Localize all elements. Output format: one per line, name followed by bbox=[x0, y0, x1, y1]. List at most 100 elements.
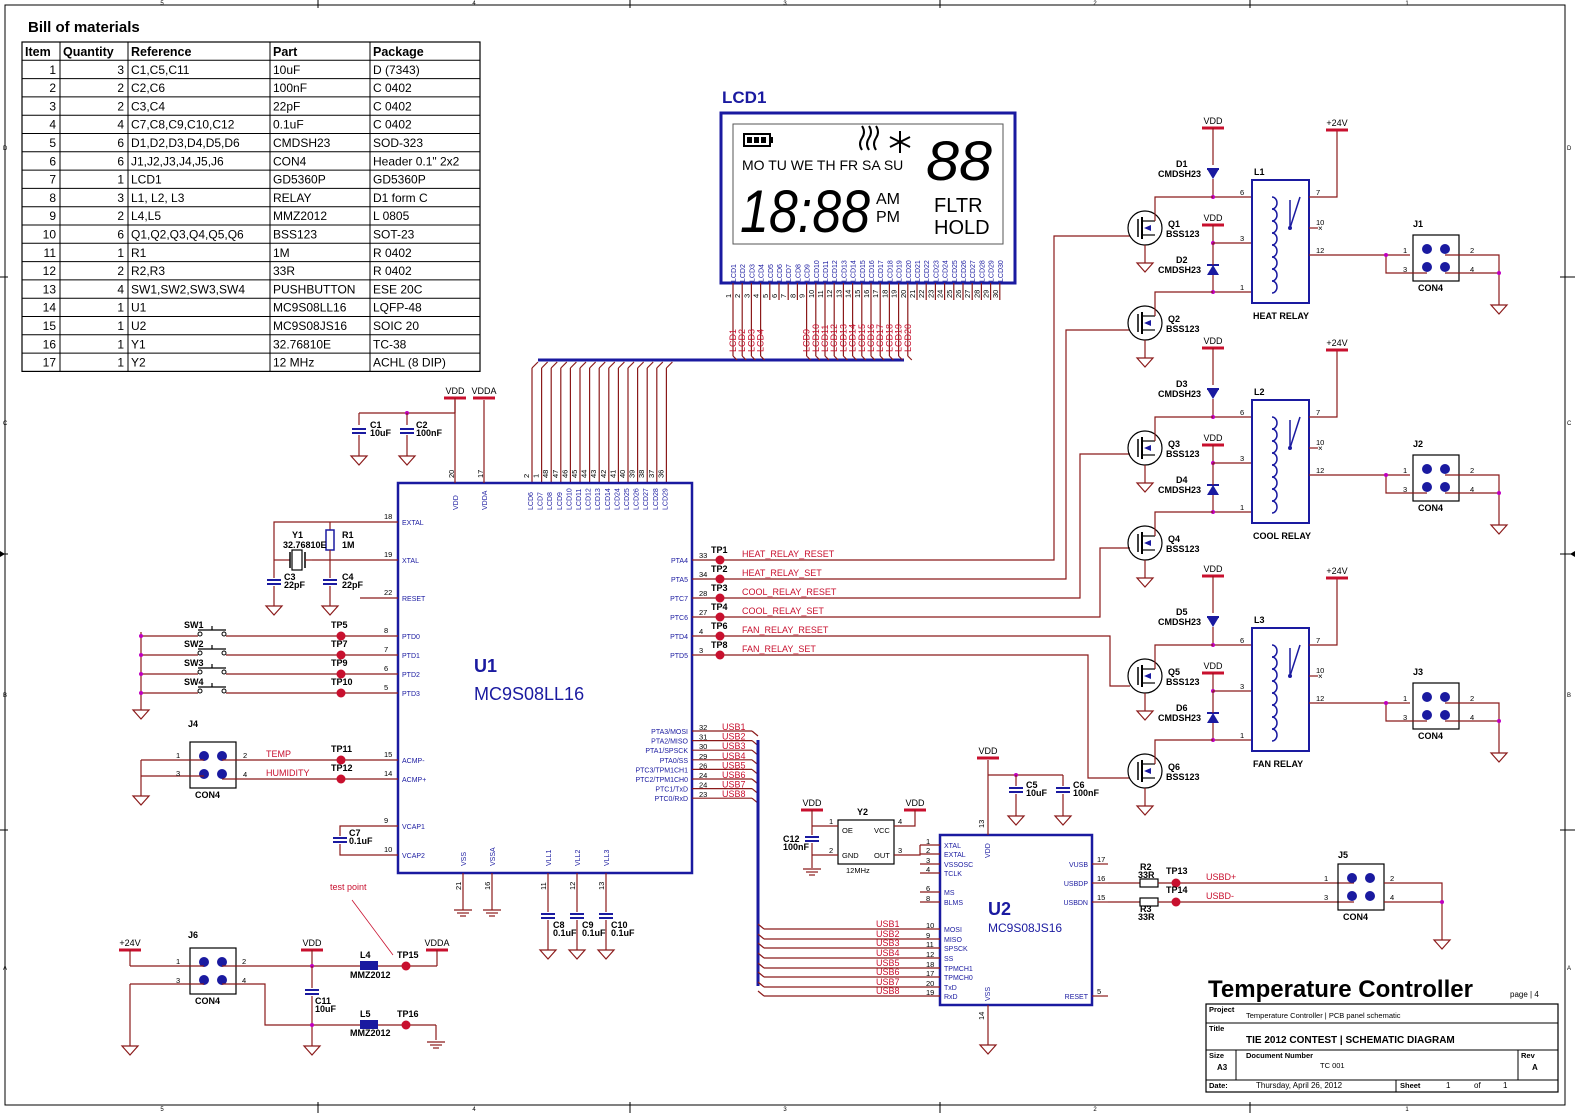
bom-cell: 2 bbox=[117, 264, 124, 278]
bom-cell: 32.76810E bbox=[273, 337, 331, 351]
pin-num: 1 bbox=[1403, 246, 1407, 255]
pin-num: 3 bbox=[1403, 485, 1407, 494]
ground-symbol bbox=[1053, 815, 1073, 826]
power-label: VDD bbox=[1203, 564, 1223, 574]
u1-pin-num: 20 bbox=[447, 470, 456, 478]
u1-pin-name: LCD7 bbox=[538, 492, 545, 510]
lcd-pin-name: LCD9 bbox=[805, 264, 812, 282]
bom-cell: 1 bbox=[117, 173, 124, 187]
row-mark: A bbox=[1567, 966, 1571, 972]
bom-cell: 5 bbox=[49, 136, 56, 150]
u2-pin-num: 6 bbox=[926, 884, 930, 893]
power-label: VDD bbox=[978, 746, 998, 756]
ground-symbol bbox=[427, 1041, 445, 1049]
power-label: VDD bbox=[905, 798, 925, 808]
u2-pin-num: 2 bbox=[926, 846, 930, 855]
lcd-pin-num: 24 bbox=[936, 290, 945, 298]
lcd-net-label: LCD13 bbox=[838, 324, 848, 352]
capacitor-ref: C8 bbox=[553, 920, 565, 930]
u1-pin-name: EXTAL bbox=[402, 520, 424, 527]
lcd-ref: LCD1 bbox=[722, 88, 766, 107]
u1-pin-num: 39 bbox=[628, 470, 637, 478]
u1-pin-name: PTC0/RxD bbox=[655, 796, 688, 803]
vdd-flag: VDD bbox=[1202, 336, 1224, 350]
mosfet-value: BSS123 bbox=[1166, 229, 1200, 239]
v24-flag: +24V bbox=[1326, 118, 1348, 132]
net-label: USBD- bbox=[1206, 891, 1234, 901]
lcd-pin-name: LCD26 bbox=[961, 260, 968, 282]
relay-block-1: VDDD1CMDSH236Q1BSS123VDD3D2CMDSH231Q2BSS… bbox=[1127, 116, 1509, 368]
vdd-flag: VDD bbox=[977, 746, 999, 760]
ground-symbol bbox=[264, 605, 284, 616]
tb-docnum-lbl: Document Number bbox=[1246, 1051, 1313, 1060]
capacitor-value: 100nF bbox=[1073, 788, 1100, 798]
capacitor: C80.1uF bbox=[541, 913, 577, 938]
capacitor-value: 0.1uF bbox=[349, 836, 373, 846]
bom-cell: R 0402 bbox=[373, 264, 412, 278]
tb-rev-lbl: Rev bbox=[1521, 1051, 1536, 1060]
u2-pin-num: 18 bbox=[926, 960, 934, 969]
diode-ref: D6 bbox=[1176, 703, 1188, 713]
lcd-pin-num: 25 bbox=[945, 290, 954, 298]
bom-cell: 17 bbox=[43, 356, 57, 370]
lcd-net-label: LCD20 bbox=[903, 324, 913, 352]
tb-sheet-lbl: Sheet bbox=[1400, 1081, 1421, 1090]
tb-title: TIE 2012 CONTEST | SCHEMATIC DIAGRAM bbox=[1246, 1035, 1455, 1046]
tb-docnum: TC 001 bbox=[1320, 1061, 1345, 1070]
u1-pin-num: 34 bbox=[699, 570, 707, 579]
u1-pin-name: PTD5 bbox=[670, 653, 688, 660]
u1-pin-num: 28 bbox=[699, 589, 707, 598]
bom-cell: C 0402 bbox=[373, 81, 412, 95]
col-mark: 4 bbox=[472, 1, 476, 7]
net-label: HEAT_RELAY_SET bbox=[742, 568, 822, 578]
vdd-flag: VDD bbox=[904, 798, 926, 812]
bom-cell: L1, L2, L3 bbox=[131, 191, 185, 205]
pin-num: 3 bbox=[1403, 265, 1407, 274]
test-point-label: TP12 bbox=[331, 763, 353, 773]
tb-size: A3 bbox=[1217, 1063, 1228, 1072]
lcd-pin-name: LCD20 bbox=[906, 260, 913, 282]
mosfet-value: BSS123 bbox=[1166, 772, 1200, 782]
lcd-fltr: FLTR bbox=[934, 195, 983, 217]
pin-num: 3 bbox=[176, 976, 180, 985]
lcd-pin-num: 20 bbox=[899, 290, 908, 298]
pin-num: 3 bbox=[1240, 682, 1244, 691]
v24-flag: +24V bbox=[1326, 566, 1348, 580]
u2-part: MC9S08JS16 bbox=[988, 921, 1062, 935]
u1-pin-num: 2 bbox=[522, 474, 531, 478]
osc-pin-name: GND bbox=[842, 851, 859, 860]
u2-vdd-pin: VDD bbox=[985, 843, 992, 858]
pin-num: 10 bbox=[1316, 218, 1324, 227]
connector-part: CON4 bbox=[1418, 503, 1443, 513]
capacitor-value: 0.1uF bbox=[611, 928, 635, 938]
u2-pin-name: VUSB bbox=[1069, 862, 1088, 869]
u1-pin-name: PTA5 bbox=[671, 577, 688, 584]
bom-cell: R1 bbox=[131, 246, 147, 260]
bom-cell: U2 bbox=[131, 319, 147, 333]
test-point-label: TP10 bbox=[331, 677, 353, 687]
u2-pin-num: 15 bbox=[1097, 893, 1105, 902]
capacitor: C70.1uF bbox=[333, 828, 373, 846]
test-point-label: TP3 bbox=[711, 583, 728, 593]
u1-pin-num: 11 bbox=[539, 882, 548, 890]
connector-part: CON4 bbox=[195, 996, 220, 1006]
capacitor-ref: C10 bbox=[611, 920, 628, 930]
nc-mark: × bbox=[1318, 224, 1323, 233]
bom-cell: 1 bbox=[117, 246, 124, 260]
diode-ref: D4 bbox=[1176, 475, 1188, 485]
battery-icon bbox=[743, 133, 773, 147]
power-label: VDD bbox=[1203, 661, 1223, 671]
lcd-pin-name: LCD27 bbox=[970, 260, 977, 282]
tb-project-lbl: Project bbox=[1209, 1005, 1235, 1014]
vdd-flag: VDD bbox=[1202, 661, 1224, 675]
bom-cell: C 0402 bbox=[373, 99, 412, 113]
capacitor-value: 10uF bbox=[370, 428, 392, 438]
bom-cell: MC9S08JS16 bbox=[273, 319, 347, 333]
net-label: HUMIDITY bbox=[266, 768, 310, 778]
ground-symbol bbox=[320, 605, 340, 616]
col-mark: 5 bbox=[160, 1, 164, 7]
u2-pin-num: 3 bbox=[926, 856, 930, 865]
bom-cell: D (7343) bbox=[373, 63, 420, 77]
bom-cell: C 0402 bbox=[373, 118, 412, 132]
